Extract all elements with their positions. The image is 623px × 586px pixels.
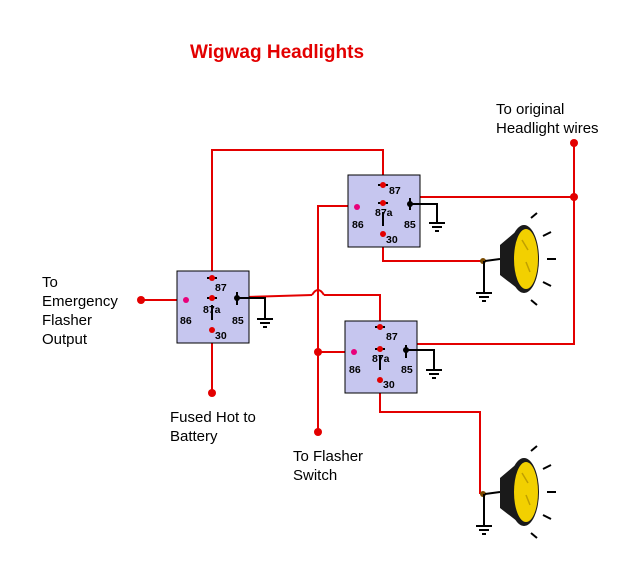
relay-bottom-pin-86: 86 <box>349 364 361 376</box>
label-line: Battery <box>170 428 218 445</box>
relay-bottom-pin-85: 85 <box>401 364 413 376</box>
headlight-lamp-icon <box>476 212 556 306</box>
relay-top-pin-86: 86 <box>352 219 364 231</box>
terminal-original-headlight <box>570 139 578 147</box>
label-line: Flasher <box>42 312 92 329</box>
relay-left-pin-86: 86 <box>180 315 192 327</box>
lamp-top-lens <box>514 229 538 289</box>
headlight-lamp-icon <box>476 445 556 539</box>
relay-top-pin-87: 87 <box>389 185 401 197</box>
label-emergency-flasher: To Emergency Flasher Output <box>42 274 118 348</box>
terminal-fused-hot <box>208 389 216 397</box>
label-line: Headlight wires <box>496 120 599 137</box>
relay-bottom-pin-30: 30 <box>383 379 395 391</box>
relay-top: 87 87a 86 85 30 <box>347 174 445 248</box>
label-line: Switch <box>293 467 337 484</box>
label-flasher-switch: To Flasher Switch <box>293 448 363 484</box>
relay-bottom-pin-87: 87 <box>386 331 398 343</box>
relay-top-ground-wire <box>410 203 438 222</box>
relay-top-pin-85: 85 <box>404 219 416 231</box>
ground-symbol-icon <box>426 369 442 379</box>
label-original-headlight: To original Headlight wires <box>496 101 599 137</box>
relay-top-pin-30: 30 <box>386 234 398 246</box>
ground-symbol-icon <box>257 318 273 328</box>
terminal-emergency <box>137 296 145 304</box>
ground-symbol-icon <box>429 222 445 232</box>
relay-left-ground-wire <box>237 297 266 318</box>
terminals <box>137 139 578 436</box>
wire-top87-to-left87 <box>211 149 384 278</box>
relay-bottom-ground-wire <box>406 349 435 369</box>
junction-original-headlight <box>570 193 578 201</box>
diagram-title: Wigwag Headlights <box>190 42 364 63</box>
relay-left-86-junction <box>183 297 189 303</box>
label-line: Emergency <box>42 293 118 310</box>
label-line: Fused Hot to <box>170 409 256 426</box>
junction-flasher <box>314 348 322 356</box>
relay-left: 87 87a 86 85 30 <box>176 270 273 344</box>
relay-left-pin-87: 87 <box>215 282 227 294</box>
relay-left-pin-30: 30 <box>215 330 227 342</box>
relay-top-pin-87a: 87a <box>375 207 393 219</box>
relay-left-pin-87a: 87a <box>203 304 221 316</box>
lamp-bottom-lens <box>514 462 538 522</box>
label-line: To original <box>496 101 564 118</box>
relay-bottom: 87 87a 86 85 30 <box>344 320 442 394</box>
label-fused-hot: Fused Hot to Battery <box>170 409 256 445</box>
label-line: Output <box>42 331 88 348</box>
wire-bottom30-to-lamp <box>379 380 481 494</box>
label-line: To <box>42 274 58 291</box>
terminal-flasher-switch <box>314 428 322 436</box>
label-line: To Flasher <box>293 448 363 465</box>
relay-left-pin-85: 85 <box>232 315 244 327</box>
relay-bottom-pin-87a: 87a <box>372 353 390 365</box>
